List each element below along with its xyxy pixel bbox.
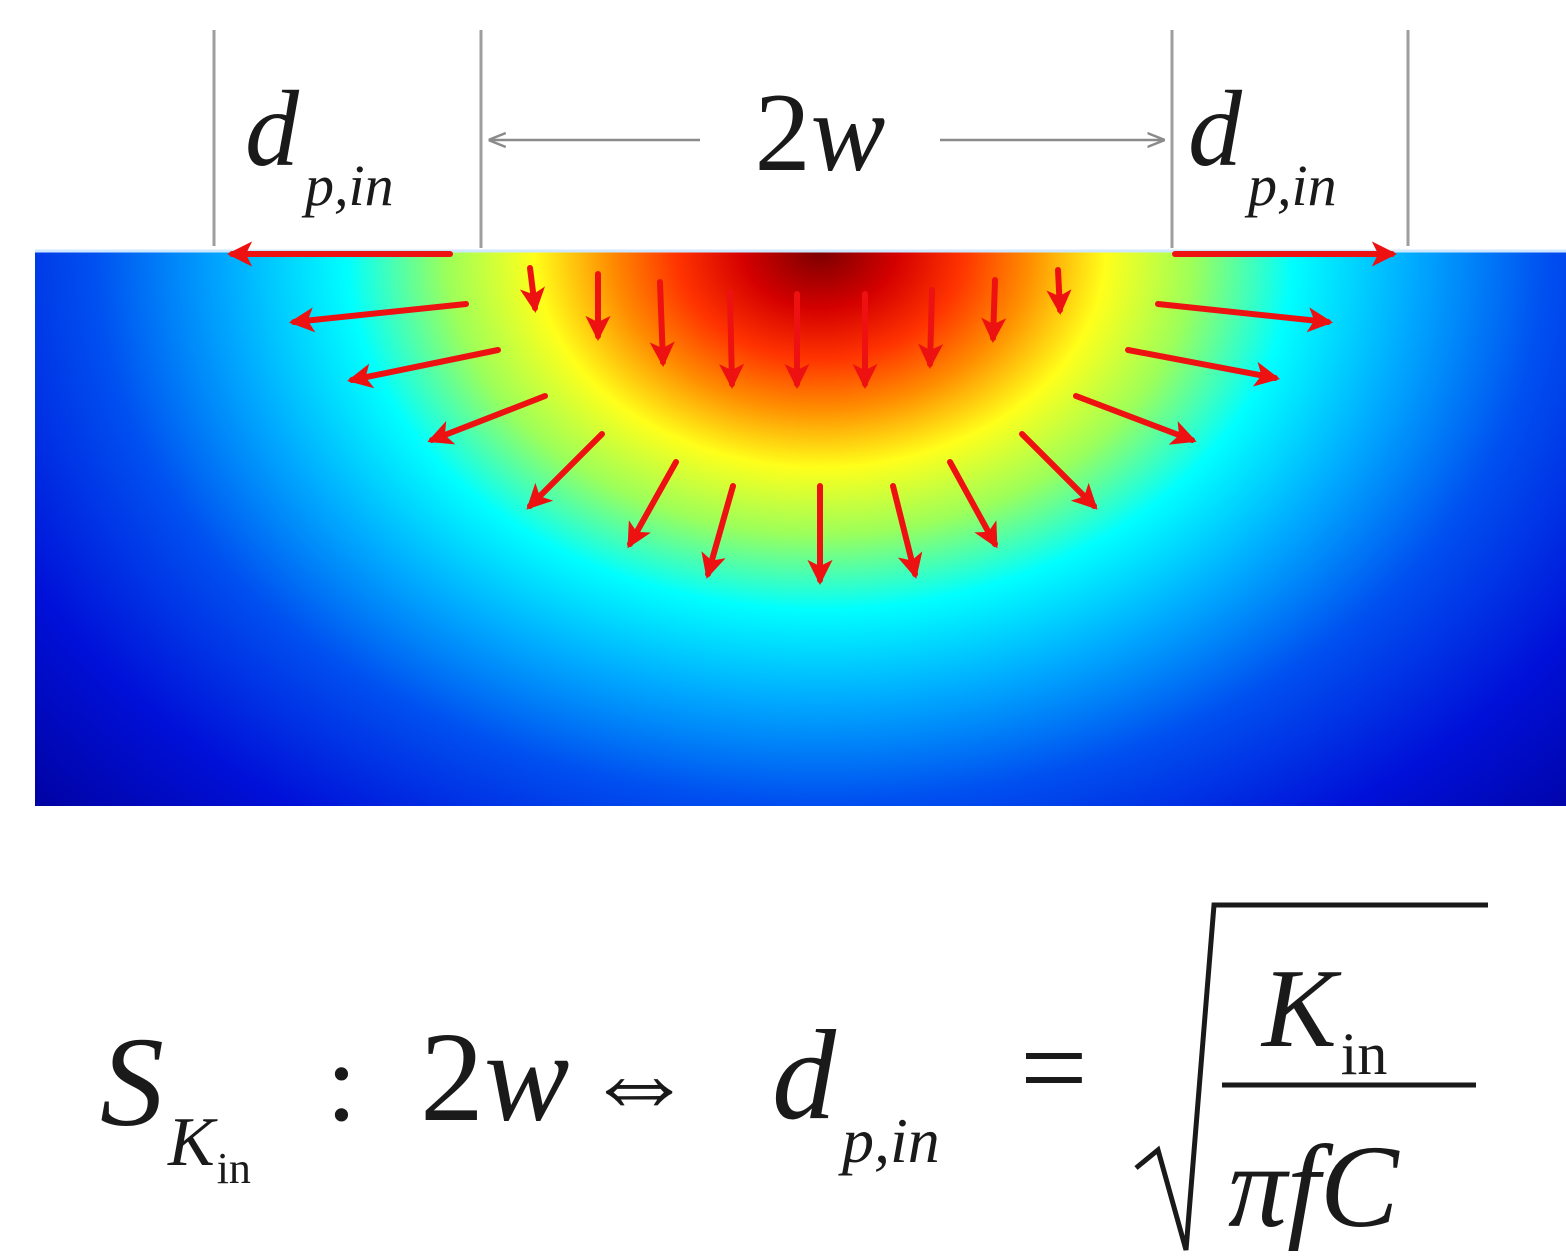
heat-flux-arrow xyxy=(1046,267,1072,316)
equation-width: 2w xyxy=(420,1006,569,1148)
heat-flux-arrow xyxy=(427,393,548,445)
fraction-denominator: πfC xyxy=(1228,1121,1400,1252)
heat-flux-arrow xyxy=(347,347,501,389)
sqrt-sign xyxy=(1134,902,1488,1251)
heat-flux-arrow xyxy=(526,431,605,510)
heat-flux-arrow xyxy=(519,265,546,314)
equation-colon: : xyxy=(326,1021,357,1145)
heat-flux-arrow xyxy=(890,483,923,579)
penetration-depth-equation: SKin : 2w ⇔ dp,in = Kin πfC xyxy=(100,902,1488,1252)
heat-flux-arrow xyxy=(649,279,675,368)
heat-flux-arrow xyxy=(1019,431,1098,510)
heat-flux-arrow xyxy=(917,287,944,370)
heat-flux-arrow xyxy=(701,483,736,579)
equation-lhs: SKin xyxy=(100,1011,251,1193)
heat-flux-arrow xyxy=(718,289,745,390)
heat-flux-arrow xyxy=(1073,393,1197,445)
heat-flux-arrow xyxy=(288,301,469,333)
heat-flux-arrow xyxy=(1155,301,1334,333)
heat-flux-arrows xyxy=(226,241,1398,586)
heat-flux-arrow xyxy=(627,459,679,549)
heat-flux-arrow xyxy=(1125,347,1280,387)
heat-flux-arrow xyxy=(947,459,998,549)
temperature-field xyxy=(35,250,1566,806)
width-label: 2w xyxy=(755,71,886,195)
equation-equals: = xyxy=(1020,1001,1088,1134)
fraction-numerator: Kin xyxy=(1260,947,1387,1087)
equation-equivalence: ⇔ xyxy=(583,1019,695,1143)
equation-depth: dp,in xyxy=(772,1004,940,1176)
heat-flux-arrow xyxy=(981,277,1007,344)
boundary-lines xyxy=(212,30,1410,248)
